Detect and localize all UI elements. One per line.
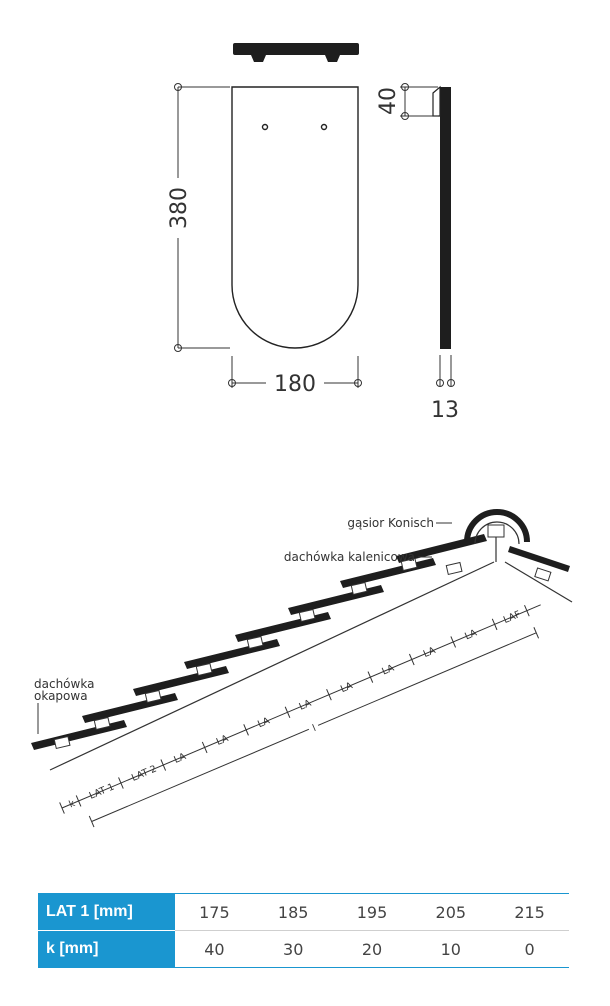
table-cell: 175 [175, 893, 254, 931]
nail-hole [320, 123, 328, 131]
tile-drawing: 380 180 40 13 [167, 43, 459, 423]
thickness-dimension [436, 355, 455, 387]
nail-hole [261, 123, 269, 131]
ridge-cap [464, 509, 530, 562]
lat2-label: LAT 2 [130, 763, 158, 783]
table-cell: 10 [411, 930, 491, 968]
table-row: LAT 1 [mm] 175 185 195 205 215 [38, 893, 569, 931]
height-dimension [174, 83, 230, 352]
rafter-line [504, 561, 573, 603]
la-label: LA [339, 680, 355, 695]
hook-value: 40 [376, 87, 401, 115]
la-label: LA [256, 715, 272, 730]
width-value: 180 [274, 372, 316, 397]
la-label: LA [298, 698, 314, 713]
hook-dimension [400, 83, 438, 120]
thickness-value: 13 [431, 398, 459, 423]
la-label: LA [463, 627, 479, 642]
la-label: LA [380, 663, 396, 678]
eave-tile-label: okapowa [34, 689, 88, 703]
table-cell: 30 [253, 930, 333, 968]
tile-top-view [233, 43, 359, 62]
table-cell: 20 [332, 930, 412, 968]
lat1-label: LAT 1 [88, 781, 116, 801]
table-cell: 195 [332, 893, 412, 931]
roof-section-diagram: gąsior Konisch dachówka kalenicowa dachó… [31, 509, 573, 828]
ridge-tile-label: dachówka kalenicowa [284, 550, 415, 564]
la-label: LA [172, 751, 188, 766]
laf-label: LAF [502, 609, 522, 626]
tile-outline [231, 86, 359, 349]
height-value: 380 [167, 187, 192, 229]
battens [53, 557, 552, 750]
table-cell: 205 [411, 893, 491, 931]
table-cell: 215 [490, 893, 569, 931]
la-label: LA [422, 645, 438, 660]
batten-spacing-chain: k LAT 1 LAT 2 LA LA LA LA LA LA LA LA LA… [59, 604, 541, 828]
la-label: LA [215, 733, 231, 748]
l-label: l [311, 723, 318, 734]
roof-tiles-right [508, 546, 570, 572]
table-cell: 0 [490, 930, 569, 968]
row-header: LAT 1 [mm] [38, 893, 175, 931]
width-dimension [228, 356, 362, 388]
rafter-line [49, 561, 495, 771]
lath-spacing-table: LAT 1 [mm] 175 185 195 205 215 k [mm] 40… [38, 893, 569, 968]
table-cell: 185 [253, 893, 333, 931]
k-label: k [67, 798, 77, 810]
ridge-label: gąsior Konisch [347, 516, 434, 530]
table-row: k [mm] 40 30 20 10 0 [38, 930, 569, 968]
eave-tile-label: dachówka [34, 677, 94, 691]
row-header: k [mm] [38, 930, 175, 968]
tile-side-view [432, 85, 451, 349]
table-cell: 40 [175, 930, 254, 968]
